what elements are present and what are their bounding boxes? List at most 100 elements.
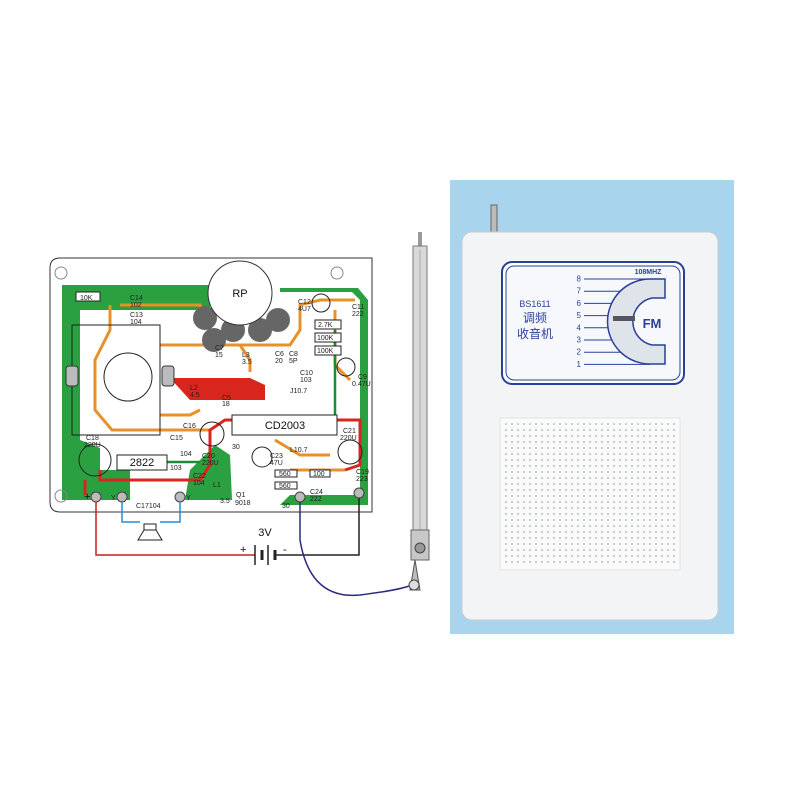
label-l1: L1 [213,482,221,489]
label-c12: C12 [298,299,311,306]
label-c13: C13 [130,312,143,319]
label-c11-value: 222 [352,311,364,318]
label-c13-value: 104 [130,319,142,326]
scale-number: 4 [577,323,582,332]
ic-cd2003-label: CD2003 [265,420,305,432]
band-label: FM [643,316,662,331]
power-plane [170,378,265,400]
speaker-wire-1 [121,502,140,523]
label-c19-value: 223 [356,476,368,483]
scale-number: 7 [577,287,582,296]
tuning-window [606,278,666,365]
red-wire [95,502,255,556]
terminal-pads[interactable] [90,487,365,503]
radio-name-line1: 调频 [523,311,547,325]
fm-radio: BS1611 调频 收音机 108MHZ FM 8 7 6 5 4 3 2 1 [461,204,719,621]
label-r100: 100 [313,471,325,478]
wiring [95,498,413,597]
volume-potentiometer[interactable]: RP [193,260,290,352]
label-y2: Y [186,495,191,502]
telescopic-antenna [408,232,430,591]
battery-voltage: 3V [258,527,272,539]
label-c23: C23 [270,453,283,460]
ic-2822 [116,454,168,471]
freq-max-label: 108MHZ [635,269,663,276]
label-l3-value: 3.5 [242,359,252,366]
label-c17: C17104 [136,503,161,510]
radio-name-line2: 收音机 [517,326,553,341]
label-c16: C16 [183,423,196,430]
ic-2822-label: 2822 [130,457,154,469]
label-l2: L2 [190,385,198,392]
label-q1: Q1 [236,492,245,499]
antenna-wire [299,502,413,597]
label-c5: C5 [222,395,231,402]
label-l2-value: 4.5 [190,392,200,399]
label-r27k: 2.7K [318,322,333,329]
label-c7-value: 15 [215,352,223,359]
label-c21-value: 220U [340,435,357,442]
scale-number: 1 [577,360,582,369]
label-q1-value: 9018 [235,500,251,507]
label-c20-value: 220U [202,460,219,467]
speaker-wire-2 [160,502,181,523]
label-y1: Y [111,495,116,502]
label-j: J10.7 [290,388,307,395]
label-l3: L3 [242,352,250,359]
label-c22: C22 [193,473,206,480]
label-r100k-1: 100K [317,335,334,342]
label-r103: 103 [170,465,182,472]
label-c23-value: 47U [270,460,283,467]
scale-number: 2 [577,348,582,357]
label-c6-value: 20 [275,358,283,365]
electrolytic-capacitors [78,293,363,477]
ic-cd2003 [231,414,338,436]
speaker-grille [499,417,681,571]
label-c18: C18 [86,435,99,442]
label-c30b: 30 [282,503,290,510]
label-c14: C14 [130,295,143,302]
label-r100k-2: 100K [317,348,334,355]
label-c9-value: 0.47U [352,381,371,388]
scale-number: 6 [577,299,582,308]
resistors [75,291,342,490]
scale-number: 3 [577,336,582,345]
label-c6: C6 [275,351,284,358]
label-l107: L10.7 [290,447,308,454]
label-c8-value: 5P [289,358,298,365]
label-c9: C9 [358,374,367,381]
model-number: BS1611 [519,299,550,309]
label-c8: C8 [289,351,298,358]
tuning-pointer[interactable] [613,316,635,321]
label-l1-value: 3.5 [220,498,230,505]
label-r560a: 560 [279,471,291,478]
label-c5-value: 18 [222,401,230,408]
label-plus-terminal: + [84,491,90,503]
speaker-icon [137,523,163,541]
label-c11: C11 [352,304,364,311]
label-r10k: 10K [80,295,93,302]
scale-number: 8 [577,275,582,284]
label-c15: C15 [170,435,183,442]
label-c20: C20 [202,453,215,460]
battery-plus: + [240,544,246,556]
label-c18-value: 220U [84,442,101,449]
scale-number: 5 [577,311,582,320]
label-c14-value: 102 [130,302,142,309]
battery-minus: - [283,544,287,556]
label-c19: C19 [356,469,369,476]
dial-scale: 8 7 6 5 4 3 2 1 [577,275,650,369]
label-c7: C7 [215,345,224,352]
label-c10-value: 103 [300,377,312,384]
label-c21: C21 [343,428,356,435]
label-c15-value: 104 [180,451,192,458]
dial-panel: BS1611 调频 收音机 108MHZ FM 8 7 6 5 4 3 2 1 [501,261,685,385]
battery-symbol: 3V + - [240,527,287,565]
label-c22-value: 104 [193,480,205,487]
label-c24-value: 222 [310,496,322,503]
label-c10: C10 [300,370,313,377]
pcb-board: RP CD2003 2822 10K C14 102 [49,257,373,513]
label-c30: 30 [232,444,240,451]
